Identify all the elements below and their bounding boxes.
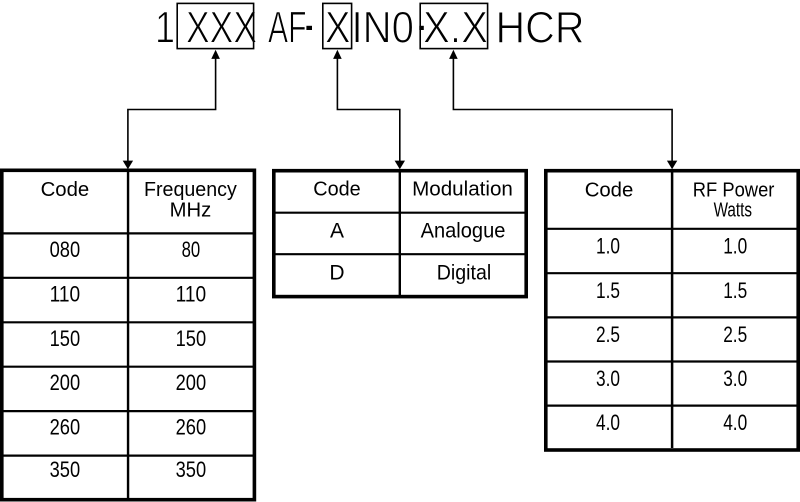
svg-text:RF Power: RF Power [693, 178, 775, 201]
svg-text:3.0: 3.0 [596, 366, 620, 391]
svg-text:1.5: 1.5 [723, 278, 747, 303]
svg-text:350: 350 [176, 457, 207, 482]
svg-text:110: 110 [176, 281, 207, 306]
svg-text:4.0: 4.0 [596, 410, 620, 435]
svg-text:4.0: 4.0 [723, 410, 747, 435]
svg-text:X.X: X.X [423, 4, 488, 53]
svg-text:HCR: HCR [496, 4, 585, 53]
svg-text:1.0: 1.0 [723, 234, 747, 259]
svg-text:2.5: 2.5 [596, 322, 620, 347]
svg-text:1: 1 [155, 4, 175, 53]
svg-text:1.5: 1.5 [596, 278, 620, 303]
svg-text:3.0: 3.0 [723, 366, 747, 391]
svg-text:080: 080 [50, 237, 81, 262]
svg-text:260: 260 [176, 415, 207, 440]
svg-text:XXX: XXX [186, 4, 257, 53]
svg-text:Code: Code [41, 178, 90, 201]
svg-text:Frequency: Frequency [144, 178, 238, 201]
svg-text:150: 150 [176, 326, 207, 351]
svg-text:MHz: MHz [170, 198, 212, 221]
svg-text:1.0: 1.0 [596, 234, 620, 259]
svg-text:D: D [329, 262, 344, 285]
svg-text:200: 200 [176, 370, 207, 395]
svg-text:350: 350 [50, 457, 81, 482]
svg-text:80: 80 [182, 237, 201, 262]
svg-text:200: 200 [50, 370, 81, 395]
svg-text:Code: Code [585, 178, 634, 201]
svg-text:A: A [330, 220, 344, 243]
svg-text:Analogue: Analogue [421, 220, 506, 243]
svg-text:Digital: Digital [437, 262, 491, 285]
svg-text:Modulation: Modulation [412, 177, 513, 200]
svg-text:260: 260 [50, 415, 81, 440]
svg-text:IN0: IN0 [352, 4, 415, 53]
svg-text:150: 150 [50, 326, 81, 351]
svg-text:X: X [325, 4, 351, 53]
svg-text:Code: Code [313, 177, 360, 200]
svg-text:2.5: 2.5 [723, 322, 747, 347]
svg-text:AF: AF [268, 4, 307, 53]
svg-text:Watts: Watts [714, 198, 752, 221]
svg-text:110: 110 [50, 281, 81, 306]
